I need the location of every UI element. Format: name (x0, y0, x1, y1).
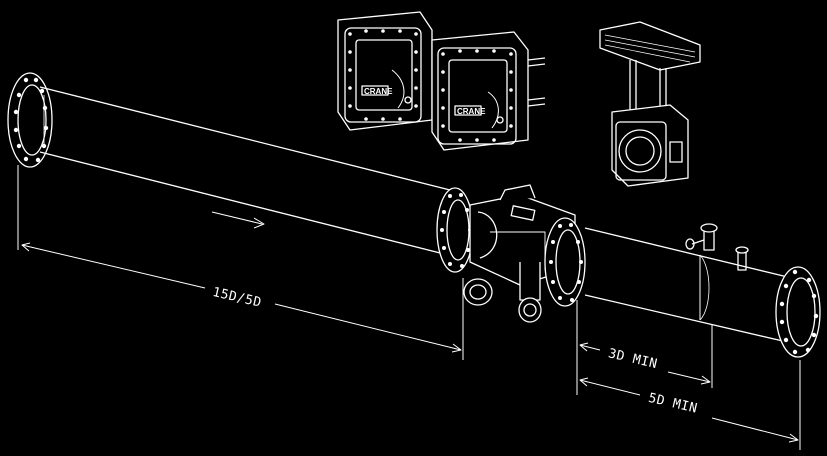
brand-label-2: CRANE (457, 107, 486, 116)
dimension-lines (17, 165, 801, 450)
actuator-knob (463, 278, 493, 306)
outlet-flange (775, 266, 821, 358)
meter-body (436, 184, 586, 323)
temperature-tap (735, 246, 749, 271)
valve-knob (518, 297, 542, 323)
inlet-flange-bolts (13, 77, 49, 163)
remote-display-unit (599, 21, 701, 187)
upstream-pipe (7, 72, 451, 256)
sunshade (599, 21, 701, 71)
flow-arrow-icon (211, 211, 265, 229)
meter-outlet-flange (544, 217, 586, 307)
transmitter-head-2 (431, 31, 546, 151)
transmitter-head-1 (337, 11, 433, 131)
brand-badge-2 (454, 105, 482, 116)
pressure-tap (685, 223, 718, 251)
dimension-label-3d-min: 3D MIN (607, 346, 659, 372)
dimension-label-5d-min: 5D MIN (647, 391, 699, 417)
dimension-label-upstream: 15D/5D (211, 285, 263, 311)
brand-badge-1 (361, 85, 389, 96)
brand-label-1: CRANE (364, 87, 393, 96)
downstream-pipe (584, 223, 821, 358)
